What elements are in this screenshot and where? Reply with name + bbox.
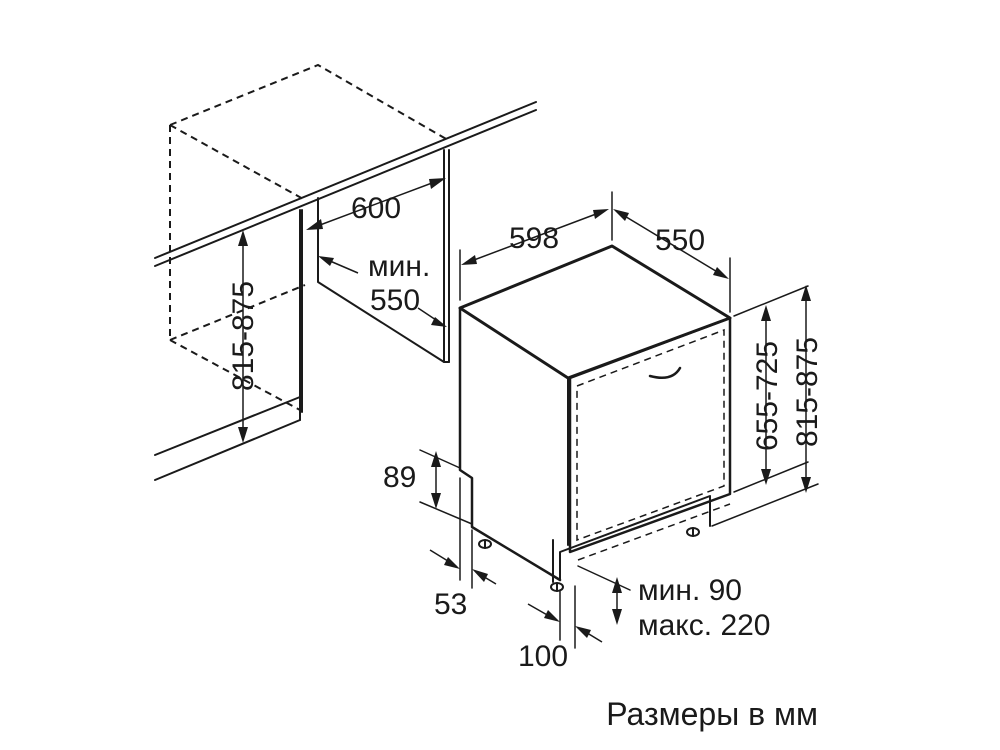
door-handle xyxy=(648,366,682,379)
right-cabinet-panel xyxy=(317,149,445,363)
door-panel-outline xyxy=(576,328,725,542)
dishwasher-top xyxy=(458,244,732,380)
niche-floor-line xyxy=(169,284,306,341)
niche-depth-value: 550 xyxy=(370,284,420,317)
dishwasher-dimensions: 598 550 655-725 815-875 89 xyxy=(383,191,824,673)
niche-top-outline xyxy=(169,63,449,141)
niche-depth-prefix: мин. xyxy=(368,250,430,283)
foot-offset-label: 100 xyxy=(518,640,568,673)
worktop-front-edge xyxy=(154,101,537,259)
niche-width-label: 600 xyxy=(351,192,401,225)
appliance-width-dimension-line xyxy=(465,210,605,264)
niche-top-diagonal xyxy=(169,124,306,201)
niche-floor-diagonal xyxy=(169,339,301,411)
kitchen-niche xyxy=(154,63,537,481)
units-caption: Размеры в мм xyxy=(606,696,818,732)
door-height-label: 655-725 xyxy=(751,341,784,451)
plinth-top xyxy=(154,396,301,456)
appliance-depth-dimension-line xyxy=(617,211,725,277)
kick-min-label: мин. 90 xyxy=(638,574,742,607)
niche-dimensions: 600 815-875 мин. 550 xyxy=(227,178,447,443)
plinth-bottom xyxy=(154,419,301,481)
dishwasher-side xyxy=(458,306,562,582)
dishwasher-door xyxy=(568,316,732,554)
niche-height-label: 815-875 xyxy=(227,281,260,391)
appliance-height-label: 815-875 xyxy=(791,337,824,447)
worktop-front-edge-lower xyxy=(154,109,537,267)
niche-width-dimension-line xyxy=(311,179,441,229)
kick-plate-dashed xyxy=(577,503,731,561)
kick-max-label: макс. 220 xyxy=(638,609,771,642)
plinth-height-label: 89 xyxy=(383,461,416,494)
appliance-depth-label: 550 xyxy=(655,224,705,257)
dishwasher xyxy=(458,244,732,592)
plinth-recess-label: 53 xyxy=(434,588,467,621)
kick-plate xyxy=(559,495,711,581)
appliance-width-label: 598 xyxy=(509,222,559,255)
